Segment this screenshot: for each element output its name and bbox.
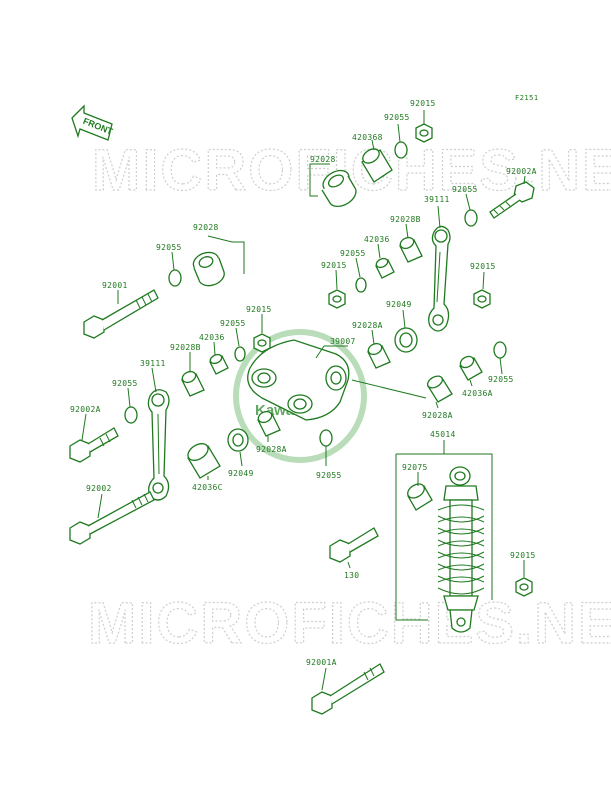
rocker-arm-39007 xyxy=(247,339,350,421)
label-92075: 92075 xyxy=(402,463,428,472)
bushing-92028b-right xyxy=(399,236,423,263)
shock-absorber-45014 xyxy=(437,466,485,633)
label-92055-right: 92055 xyxy=(452,185,478,194)
label-92028-left: 92028 xyxy=(193,223,219,232)
bolt-92001 xyxy=(83,289,159,339)
label-92015-farright: 92015 xyxy=(470,262,496,271)
sleeve-42036a xyxy=(459,355,483,381)
bushing-92028b-left xyxy=(181,370,205,397)
bushing-92028a-right xyxy=(426,375,453,403)
label-92015-center: 92015 xyxy=(246,305,272,314)
label-92015-mid: 92015 xyxy=(321,261,347,270)
bushing-92028-left xyxy=(192,251,225,287)
label-92015-shock: 92015 xyxy=(510,551,536,560)
label-39111-right: 39111 xyxy=(424,195,450,204)
seal-92049-left xyxy=(227,428,249,452)
label-92049-left: 92049 xyxy=(228,469,254,478)
label-42036c: 42036C xyxy=(192,483,223,492)
bushing-92028-top xyxy=(321,169,357,208)
washer-92055-right xyxy=(464,209,478,227)
watermark-bottom: MICROFICHES.NET xyxy=(88,591,611,656)
bushing-92028a-low xyxy=(257,410,281,437)
sleeve-420368 xyxy=(361,148,393,183)
label-42036-right: 42036 xyxy=(364,235,390,244)
label-92002: 92002 xyxy=(86,484,112,493)
link-rod-39111-right xyxy=(428,225,451,332)
label-42036-center: 42036 xyxy=(199,333,225,342)
front-arrow-icon: FRONT xyxy=(71,104,115,141)
label-92002a-left: 92002A xyxy=(70,405,101,414)
washer-92055-left xyxy=(168,269,182,287)
label-39111-left: 39111 xyxy=(140,359,166,368)
label-92028b-left: 92028B xyxy=(170,343,201,352)
label-92028-top: 92028 xyxy=(310,155,336,164)
label-92055-mid: 92055 xyxy=(340,249,366,258)
nut-92015-shock xyxy=(515,577,533,597)
label-39007: 39007 xyxy=(330,337,356,346)
bolt-92002 xyxy=(69,491,155,545)
label-92055-top: 92055 xyxy=(384,113,410,122)
label-42036a: 42036A xyxy=(462,389,493,398)
label-92001: 92001 xyxy=(102,281,128,290)
link-rod-39111-left xyxy=(147,389,170,501)
sleeve-42036c xyxy=(187,443,221,479)
washer-92055-lowleft xyxy=(124,406,138,424)
bolt-92002a-right xyxy=(489,181,535,219)
washer-92055-center xyxy=(234,346,246,362)
sleeve-42036-right xyxy=(375,257,395,279)
washer-92055-top xyxy=(394,141,408,159)
label-45014: 45014 xyxy=(430,430,456,439)
nut-92015-farright xyxy=(473,289,491,309)
diagram-ref-code: F2151 xyxy=(515,94,539,102)
bushing-92028a-center xyxy=(367,342,391,369)
label-92002a-right: 92002A xyxy=(506,167,537,176)
washer-92055-mid xyxy=(355,277,367,293)
label-92028a-center: 92028A xyxy=(352,321,383,330)
nut-92015-center xyxy=(253,333,271,353)
label-92055-left: 92055 xyxy=(156,243,182,252)
label-92028a-low: 92028A xyxy=(256,445,287,454)
sleeve-42036-center xyxy=(209,353,229,375)
label-92028a-right: 92028A xyxy=(422,411,453,420)
label-92055-lowleft: 92055 xyxy=(112,379,138,388)
bolt-130 xyxy=(329,527,379,563)
label-92015-top: 92015 xyxy=(410,99,436,108)
bolt-92002a-left xyxy=(69,427,119,463)
washer-92055-r2 xyxy=(493,341,507,359)
label-92055-r2: 92055 xyxy=(488,375,514,384)
label-92055-center: 92055 xyxy=(220,319,246,328)
nut-92015-mid xyxy=(328,289,346,309)
label-420368: 420368 xyxy=(352,133,383,142)
washer-92055-low xyxy=(319,429,333,447)
bolt-92001a xyxy=(311,663,385,715)
label-92049-right: 92049 xyxy=(386,300,412,309)
seal-92049-right xyxy=(394,327,418,353)
label-92001a: 92001A xyxy=(306,658,337,667)
collar-92075 xyxy=(407,483,433,511)
label-130: 130 xyxy=(344,571,359,580)
label-92028b-right: 92028B xyxy=(390,215,421,224)
nut-92015-top xyxy=(415,123,433,143)
label-92055-low: 92055 xyxy=(316,471,342,480)
